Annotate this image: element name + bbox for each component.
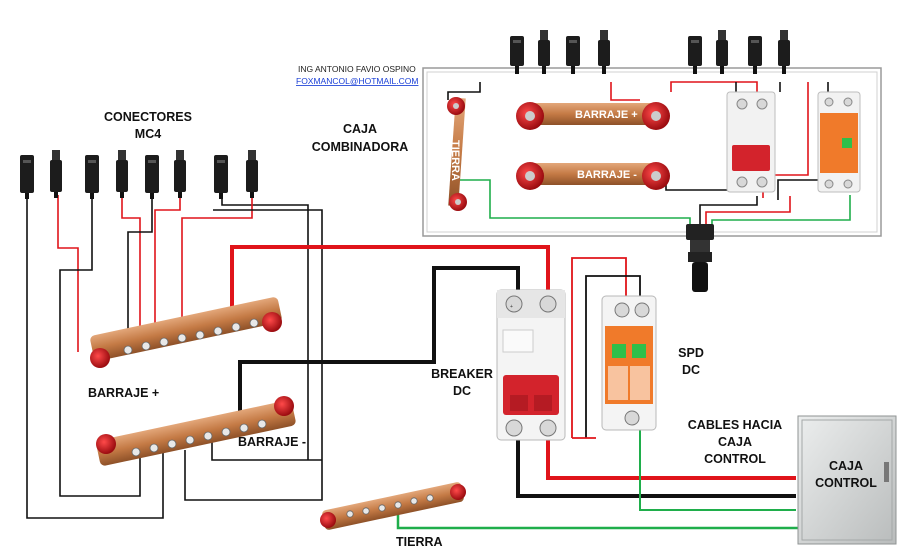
ground-busbar	[320, 482, 466, 530]
mc4-connectors-left	[20, 150, 258, 199]
combiner-label-1: CAJA	[343, 122, 377, 136]
spd-label-1: SPD	[678, 346, 704, 360]
mc4-wiring	[26, 185, 323, 519]
combiner-ground-label: TIERRA	[449, 140, 461, 181]
svg-text:+: +	[510, 304, 513, 310]
spd-label-2: DC	[682, 363, 700, 377]
breaker-label-2: DC	[453, 384, 471, 398]
combiner-bus-pos-label: BARRAJE +	[575, 109, 638, 121]
negative-main-wire	[238, 266, 520, 420]
author-email[interactable]: FOXMANCOL@HOTMAIL.COM	[296, 76, 418, 86]
control-box	[797, 415, 897, 545]
mc4-connectors-top	[510, 30, 790, 74]
combiner-bus-neg-label: BARRAJE -	[577, 169, 637, 181]
cables-label-1: CABLES HACIA	[688, 418, 782, 432]
combiner-spd	[817, 91, 861, 193]
busbar-negative	[96, 396, 296, 466]
cables-label-2: CAJA	[718, 435, 752, 449]
busbar-negative-label: BARRAJE -	[238, 435, 306, 449]
dc-breaker: +	[496, 289, 566, 441]
dc-spd	[601, 295, 657, 431]
busbar-positive	[90, 297, 282, 368]
combiner-busbar-negative	[516, 162, 670, 190]
cable-gland	[686, 224, 714, 292]
author-credit: ING ANTONIO FAVIO OSPINO	[298, 64, 416, 74]
breaker-label-1: BREAKER	[431, 367, 493, 381]
combiner-ground-bar	[447, 97, 467, 211]
control-box-label-2: CONTROL	[815, 476, 877, 490]
combiner-box	[422, 67, 882, 237]
combiner-busbar-positive	[516, 102, 670, 130]
cables-label-3: CONTROL	[704, 452, 766, 466]
control-box-label-1: CAJA	[829, 459, 863, 473]
mc4-label-2: MC4	[135, 127, 161, 141]
ground-label: TIERRA	[396, 535, 443, 549]
combiner-breaker	[726, 91, 776, 193]
combiner-label-2: COMBINADORA	[312, 140, 409, 154]
positive-main-wire	[230, 245, 550, 330]
busbar-positive-label: BARRAJE +	[88, 386, 159, 400]
mc4-label-1: CONECTORES	[104, 110, 192, 124]
